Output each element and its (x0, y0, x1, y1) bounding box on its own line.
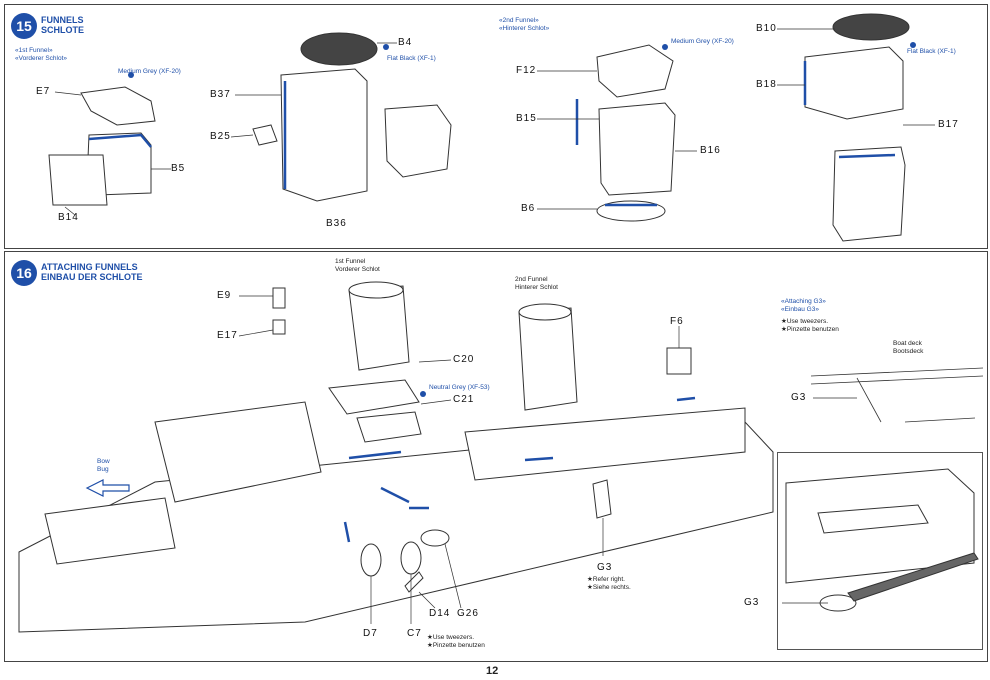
part-label-b25: B25 (210, 131, 231, 142)
part-label-b16: B16 (700, 145, 721, 156)
part-f12 (596, 44, 674, 98)
part-label-b17: B17 (938, 119, 959, 130)
inset-diagram (782, 468, 979, 612)
part-label-b4: B4 (398, 37, 413, 48)
part-b10-cap (832, 13, 910, 41)
part-e17 (272, 319, 286, 335)
paint-callout-medium-grey-2: Medium Grey (XF-20) (671, 38, 734, 45)
boat-deck-label-de: Bootsdeck (893, 348, 924, 355)
first-funnel-caption-de: Vorderer Schlot (335, 266, 380, 273)
part-label-b6: B6 (521, 203, 536, 214)
paint-dots (128, 42, 916, 78)
page-number: 12 (486, 665, 499, 677)
tweezers-note-en: ★Use tweezers. (427, 634, 475, 641)
first-funnel-heading-en: «1st Funnel» (15, 47, 53, 54)
first-funnel-heading-de: «Vorderer Schlot» (15, 55, 68, 62)
part-c7 (400, 541, 422, 575)
part-label-d7: D7 (363, 628, 378, 639)
paint-dot-neutral-grey (420, 391, 426, 397)
bow-label-de: Bug (97, 466, 109, 473)
step-title-de: SCHLOTE (41, 25, 85, 35)
part-g26 (420, 529, 450, 547)
second-funnel (518, 307, 578, 411)
leader-lines (238, 295, 680, 624)
part-label-g26: G26 (457, 608, 479, 619)
part-label-b37: B37 (210, 89, 231, 100)
forward-gun-turret (44, 497, 176, 565)
inset-tweezers-de: ★Pinzette benutzen (781, 326, 839, 333)
paint-callout-neutral-grey: Neutral Grey (XF-53) (429, 384, 490, 391)
part-label-c20: C20 (453, 354, 475, 365)
part-label-b10: B10 (756, 23, 777, 34)
part-label-b18: B18 (756, 79, 777, 90)
part-b18 (804, 46, 904, 120)
paint-callout-flat-black-2: Flat Black (XF-1) (907, 48, 956, 55)
leader-lines (54, 28, 935, 216)
part-f6 (666, 347, 692, 375)
part-label-b5: B5 (171, 163, 186, 174)
second-funnel-caption-en: 2nd Funnel (515, 276, 548, 283)
inset-label-g3-bottom: G3 (744, 597, 760, 608)
part-b36-funnel (280, 68, 368, 202)
part-b25 (252, 124, 278, 146)
part-b16 (598, 102, 676, 196)
bow-label-en: Bow (97, 458, 110, 465)
step-number-badge: 15 (11, 13, 37, 39)
part-label-f12: F12 (516, 65, 537, 76)
step-15-panel: 15 FUNNELS SCHLOTE «1st Funnel» «Vordere… (4, 4, 988, 249)
part-e9 (272, 287, 286, 309)
part-b4-cap (300, 32, 378, 66)
refer-right-note-en: ★Refer right. (587, 576, 625, 583)
aft-superstructure (464, 407, 746, 481)
paint-callout-flat-black: Flat Black (XF-1) (387, 55, 436, 62)
part-label-f6: F6 (670, 316, 684, 327)
second-funnel-heading-de: «Hinterer Schlot» (499, 25, 550, 32)
refer-right-note-de: ★Siehe rechts. (587, 584, 631, 591)
step-16-panel: 16 ATTACHING FUNNELS EINBAU DER SCHLOTE … (4, 251, 988, 662)
step-title-en: ATTACHING FUNNELS (41, 262, 138, 272)
first-funnel-caption-en: 1st Funnel (335, 258, 366, 265)
part-b14-plate (48, 154, 108, 206)
inset-title-en: «Attaching G3» (781, 298, 826, 305)
part-label-e17: E17 (217, 330, 238, 341)
part-label-e9: E9 (217, 290, 232, 301)
part-label-g3: G3 (597, 562, 613, 573)
part-label-b15: B15 (516, 113, 537, 124)
second-funnel-heading-en: «2nd Funnel» (499, 17, 539, 24)
part-e7-cap (80, 86, 156, 126)
inset-label-g3-top: G3 (791, 392, 807, 403)
part-label-b14: B14 (58, 212, 79, 223)
inset-title-de: «Einbau G3» (781, 306, 819, 313)
part-d7 (360, 543, 382, 577)
step-number-badge: 16 (11, 260, 37, 286)
bow-arrow-icon (85, 479, 130, 497)
part-label-c7: C7 (407, 628, 422, 639)
part-label-e7: E7 (36, 86, 51, 97)
tweezers-note-de: ★Pinzette benutzen (427, 642, 485, 649)
step-title-en: FUNNELS (41, 15, 84, 25)
part-label-b36: B36 (326, 218, 347, 229)
part-g3 (592, 479, 612, 519)
part-d14 (404, 571, 424, 593)
part-label-c21: C21 (453, 394, 475, 405)
part-b17-base (832, 146, 906, 242)
step-16-ship-diagram (18, 281, 774, 633)
tweezers-icon (847, 552, 979, 602)
part-label-d14: D14 (429, 608, 451, 619)
step-title-de: EINBAU DER SCHLOTE (41, 272, 143, 282)
attaching-g3-inset: G3 (744, 452, 983, 650)
part-c21 (356, 411, 422, 443)
first-funnel (348, 285, 410, 371)
paint-callout-medium-grey: Medium Grey (XF-20) (118, 68, 181, 75)
part-c20 (328, 379, 420, 415)
second-funnel-caption-de: Hinterer Schlot (515, 284, 558, 291)
part-funnel-side-assembly (384, 104, 452, 178)
bridge-superstructure (154, 401, 322, 503)
inset-tweezers-en: ★Use tweezers. (781, 318, 829, 325)
step-15-exploded-diagram (48, 13, 935, 242)
boat-deck-label-en: Boat deck (893, 340, 922, 347)
